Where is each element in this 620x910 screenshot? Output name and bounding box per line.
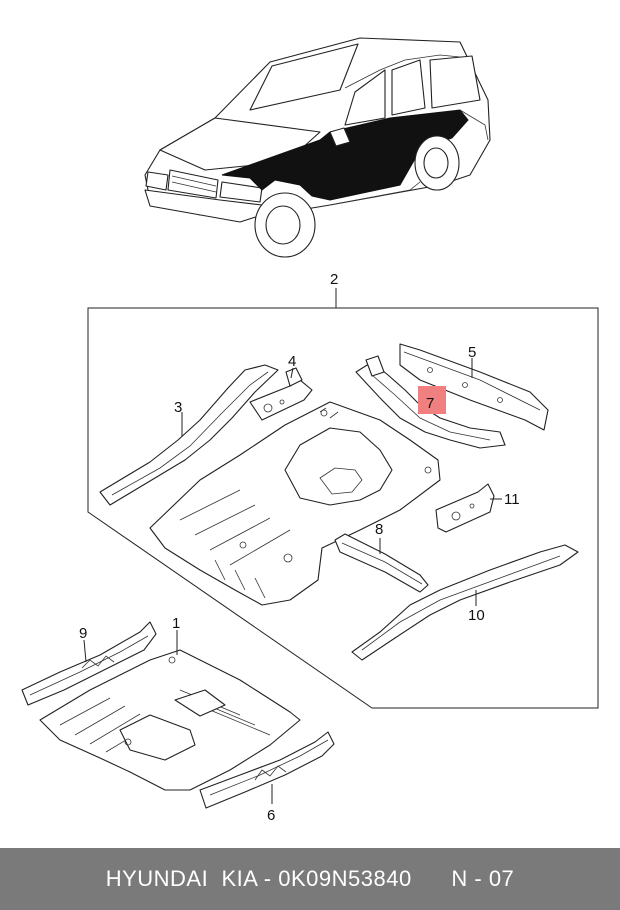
footer-page-code: N - 07 bbox=[451, 866, 515, 891]
callout-9: 9 bbox=[79, 625, 87, 642]
callout-2: 2 bbox=[330, 271, 338, 288]
callout-1: 1 bbox=[172, 615, 180, 632]
callout-8: 8 bbox=[375, 521, 383, 538]
part-8-cross-member bbox=[334, 533, 429, 593]
callout-4: 4 bbox=[288, 353, 296, 370]
part-10-side-member bbox=[351, 544, 579, 661]
callout-10: 10 bbox=[468, 607, 485, 624]
callout-3: 3 bbox=[174, 399, 182, 416]
part-5-rear-cross-member bbox=[399, 343, 549, 431]
callout-6: 6 bbox=[267, 807, 275, 824]
callout-7: 7 bbox=[426, 395, 434, 412]
part-3-side-member bbox=[99, 364, 279, 506]
footer-spacer bbox=[412, 866, 452, 892]
assembly-frame bbox=[87, 288, 599, 709]
part-11-bracket bbox=[435, 483, 502, 533]
parts-diagram: 2 3 4 5 7 11 8 10 9 1 6 bbox=[21, 37, 599, 824]
part-7-rear-frame bbox=[355, 355, 506, 449]
part-4-bracket bbox=[249, 367, 313, 421]
part-9-left-rail bbox=[21, 621, 157, 706]
part-6-right-rail bbox=[199, 731, 335, 809]
rear-floor-panel bbox=[149, 401, 441, 606]
callout-5: 5 bbox=[468, 344, 476, 361]
highlight-box bbox=[418, 386, 446, 414]
part-1-front-floor-panel bbox=[39, 630, 301, 791]
callout-11: 11 bbox=[504, 491, 520, 508]
footer-part-code: HYUNDAI KIA - 0K09N53840 bbox=[105, 866, 412, 891]
footer-bar: HYUNDAI KIA - 0K09N53840 N - 07 bbox=[0, 848, 620, 910]
vehicle-illustration bbox=[144, 37, 491, 258]
